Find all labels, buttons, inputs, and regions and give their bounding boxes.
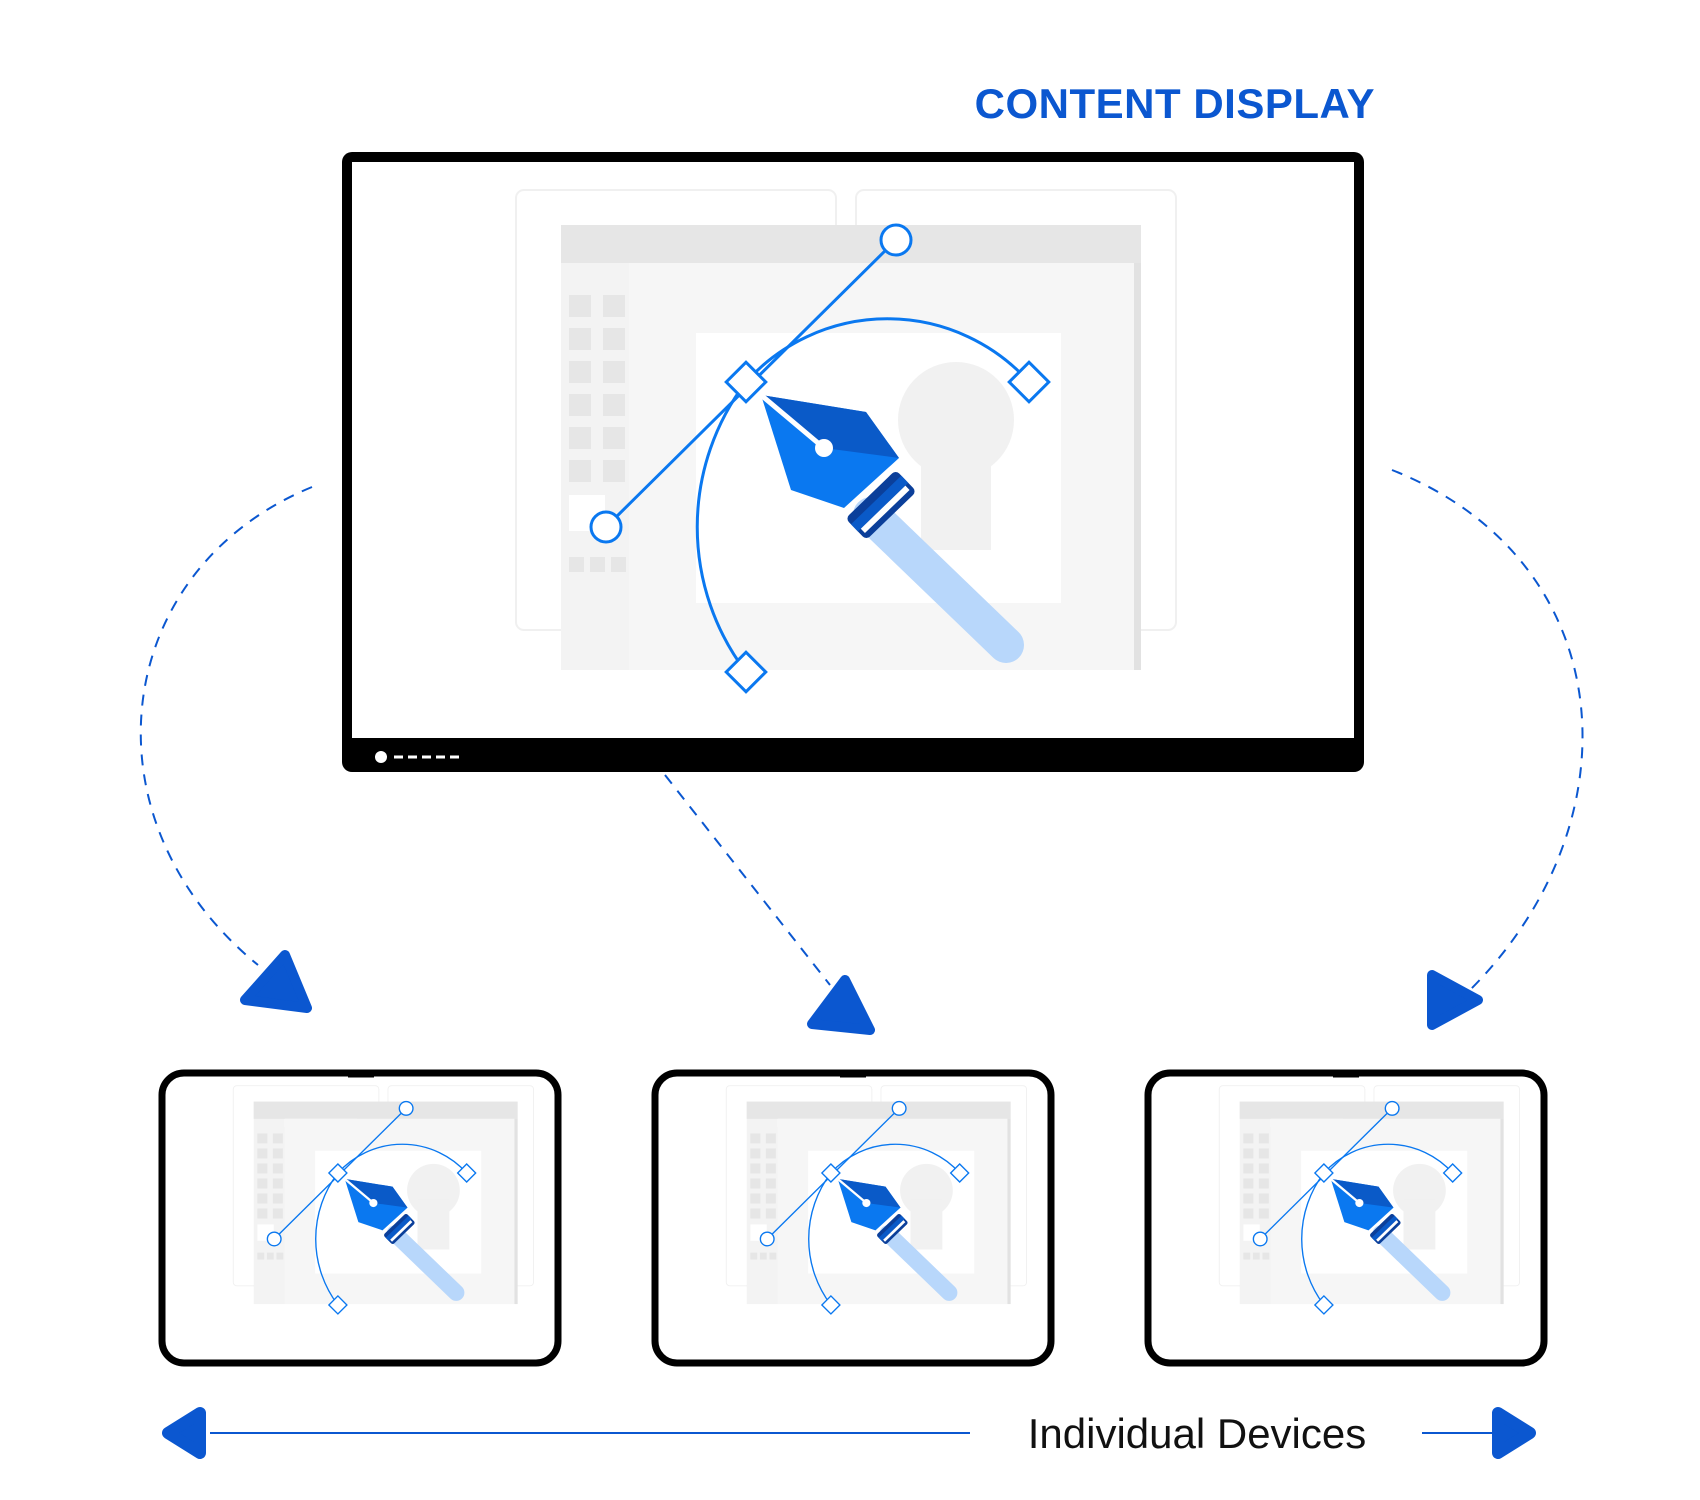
arrow-right-icon xyxy=(1492,1407,1536,1459)
pen-tool-bezier-icon xyxy=(726,1086,1026,1314)
flow-connectors xyxy=(139,469,1584,991)
content-display-screen xyxy=(342,152,1364,772)
triangle-arrow-icon xyxy=(240,950,1483,1035)
pen-tool-bezier-icon xyxy=(516,190,1176,692)
pen-tool-bezier-icon xyxy=(1219,1086,1519,1314)
devices-axis xyxy=(162,1407,1536,1459)
arrow-left-icon xyxy=(162,1407,206,1459)
pen-tool-bezier-icon xyxy=(233,1086,533,1314)
diagram-title: CONTENT DISPLAY xyxy=(975,80,1375,127)
footer-label: Individual Devices xyxy=(1028,1410,1367,1457)
device-tablet-2 xyxy=(651,1069,1055,1367)
device-tablet-3 xyxy=(1144,1069,1548,1367)
device-tablet-1 xyxy=(158,1069,562,1367)
